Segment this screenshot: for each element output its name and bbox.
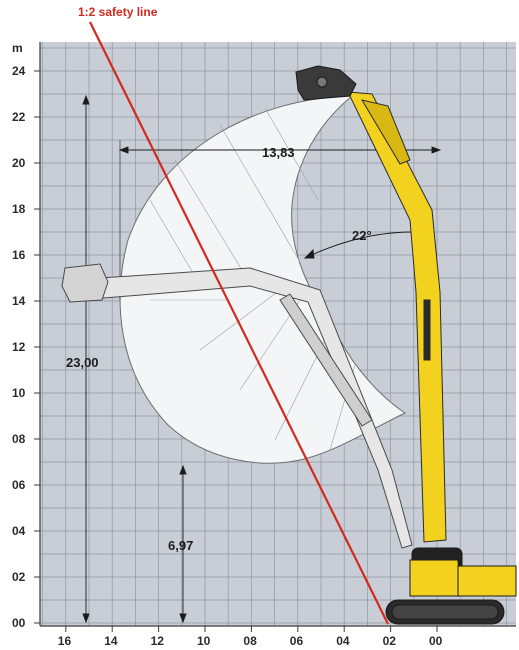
max-height-label: 23,00	[66, 355, 99, 370]
y-tick-label: 10	[12, 386, 26, 400]
y-tick-label: 16	[12, 248, 26, 262]
x-tick-label: 12	[151, 634, 165, 648]
y-tick-labels: 00 02 04 06 08 10 12 14 16 18 20 22 24	[12, 64, 40, 630]
lower-clearance-label: 6,97	[168, 538, 193, 553]
x-tick-label: 08	[243, 634, 257, 648]
y-tick-label: 00	[12, 616, 26, 630]
demolition-attachment	[295, 65, 357, 101]
safety-line	[89, 21, 389, 625]
lower-clearance-dimension	[179, 464, 187, 624]
safety-line-label: 1:2 safety line	[78, 5, 158, 19]
x-tick-label: 14	[104, 634, 118, 648]
y-tick-label: 04	[12, 524, 26, 538]
x-tick-label: 16	[58, 634, 72, 648]
y-tick-label: 14	[12, 294, 26, 308]
unit-label: m	[12, 41, 23, 55]
y-tick-label: 12	[12, 340, 26, 354]
folded-boom-outline	[61, 263, 413, 549]
x-tick-labels: 16 14 12 10 08 06 04 02 00	[58, 626, 443, 648]
y-tick-label: 06	[12, 478, 26, 492]
x-tick-label: 00	[429, 634, 443, 648]
y-tick-label: 20	[12, 156, 26, 170]
y-tick-label: 22	[12, 110, 26, 124]
max-height-dimension	[82, 94, 90, 624]
excavator-body	[385, 547, 517, 625]
y-tick-label: 24	[12, 64, 26, 78]
x-tick-label: 06	[290, 634, 304, 648]
y-tick-label: 02	[12, 570, 26, 584]
extended-boom	[347, 91, 447, 543]
y-tick-label: 08	[12, 432, 26, 446]
reach-width-label: 13,83	[262, 145, 295, 160]
x-tick-label: 10	[197, 634, 211, 648]
y-tick-label: 18	[12, 202, 26, 216]
x-tick-label: 04	[336, 634, 350, 648]
x-tick-label: 02	[383, 634, 397, 648]
angle-annotation	[303, 231, 413, 259]
angle-label: 22°	[352, 228, 372, 243]
